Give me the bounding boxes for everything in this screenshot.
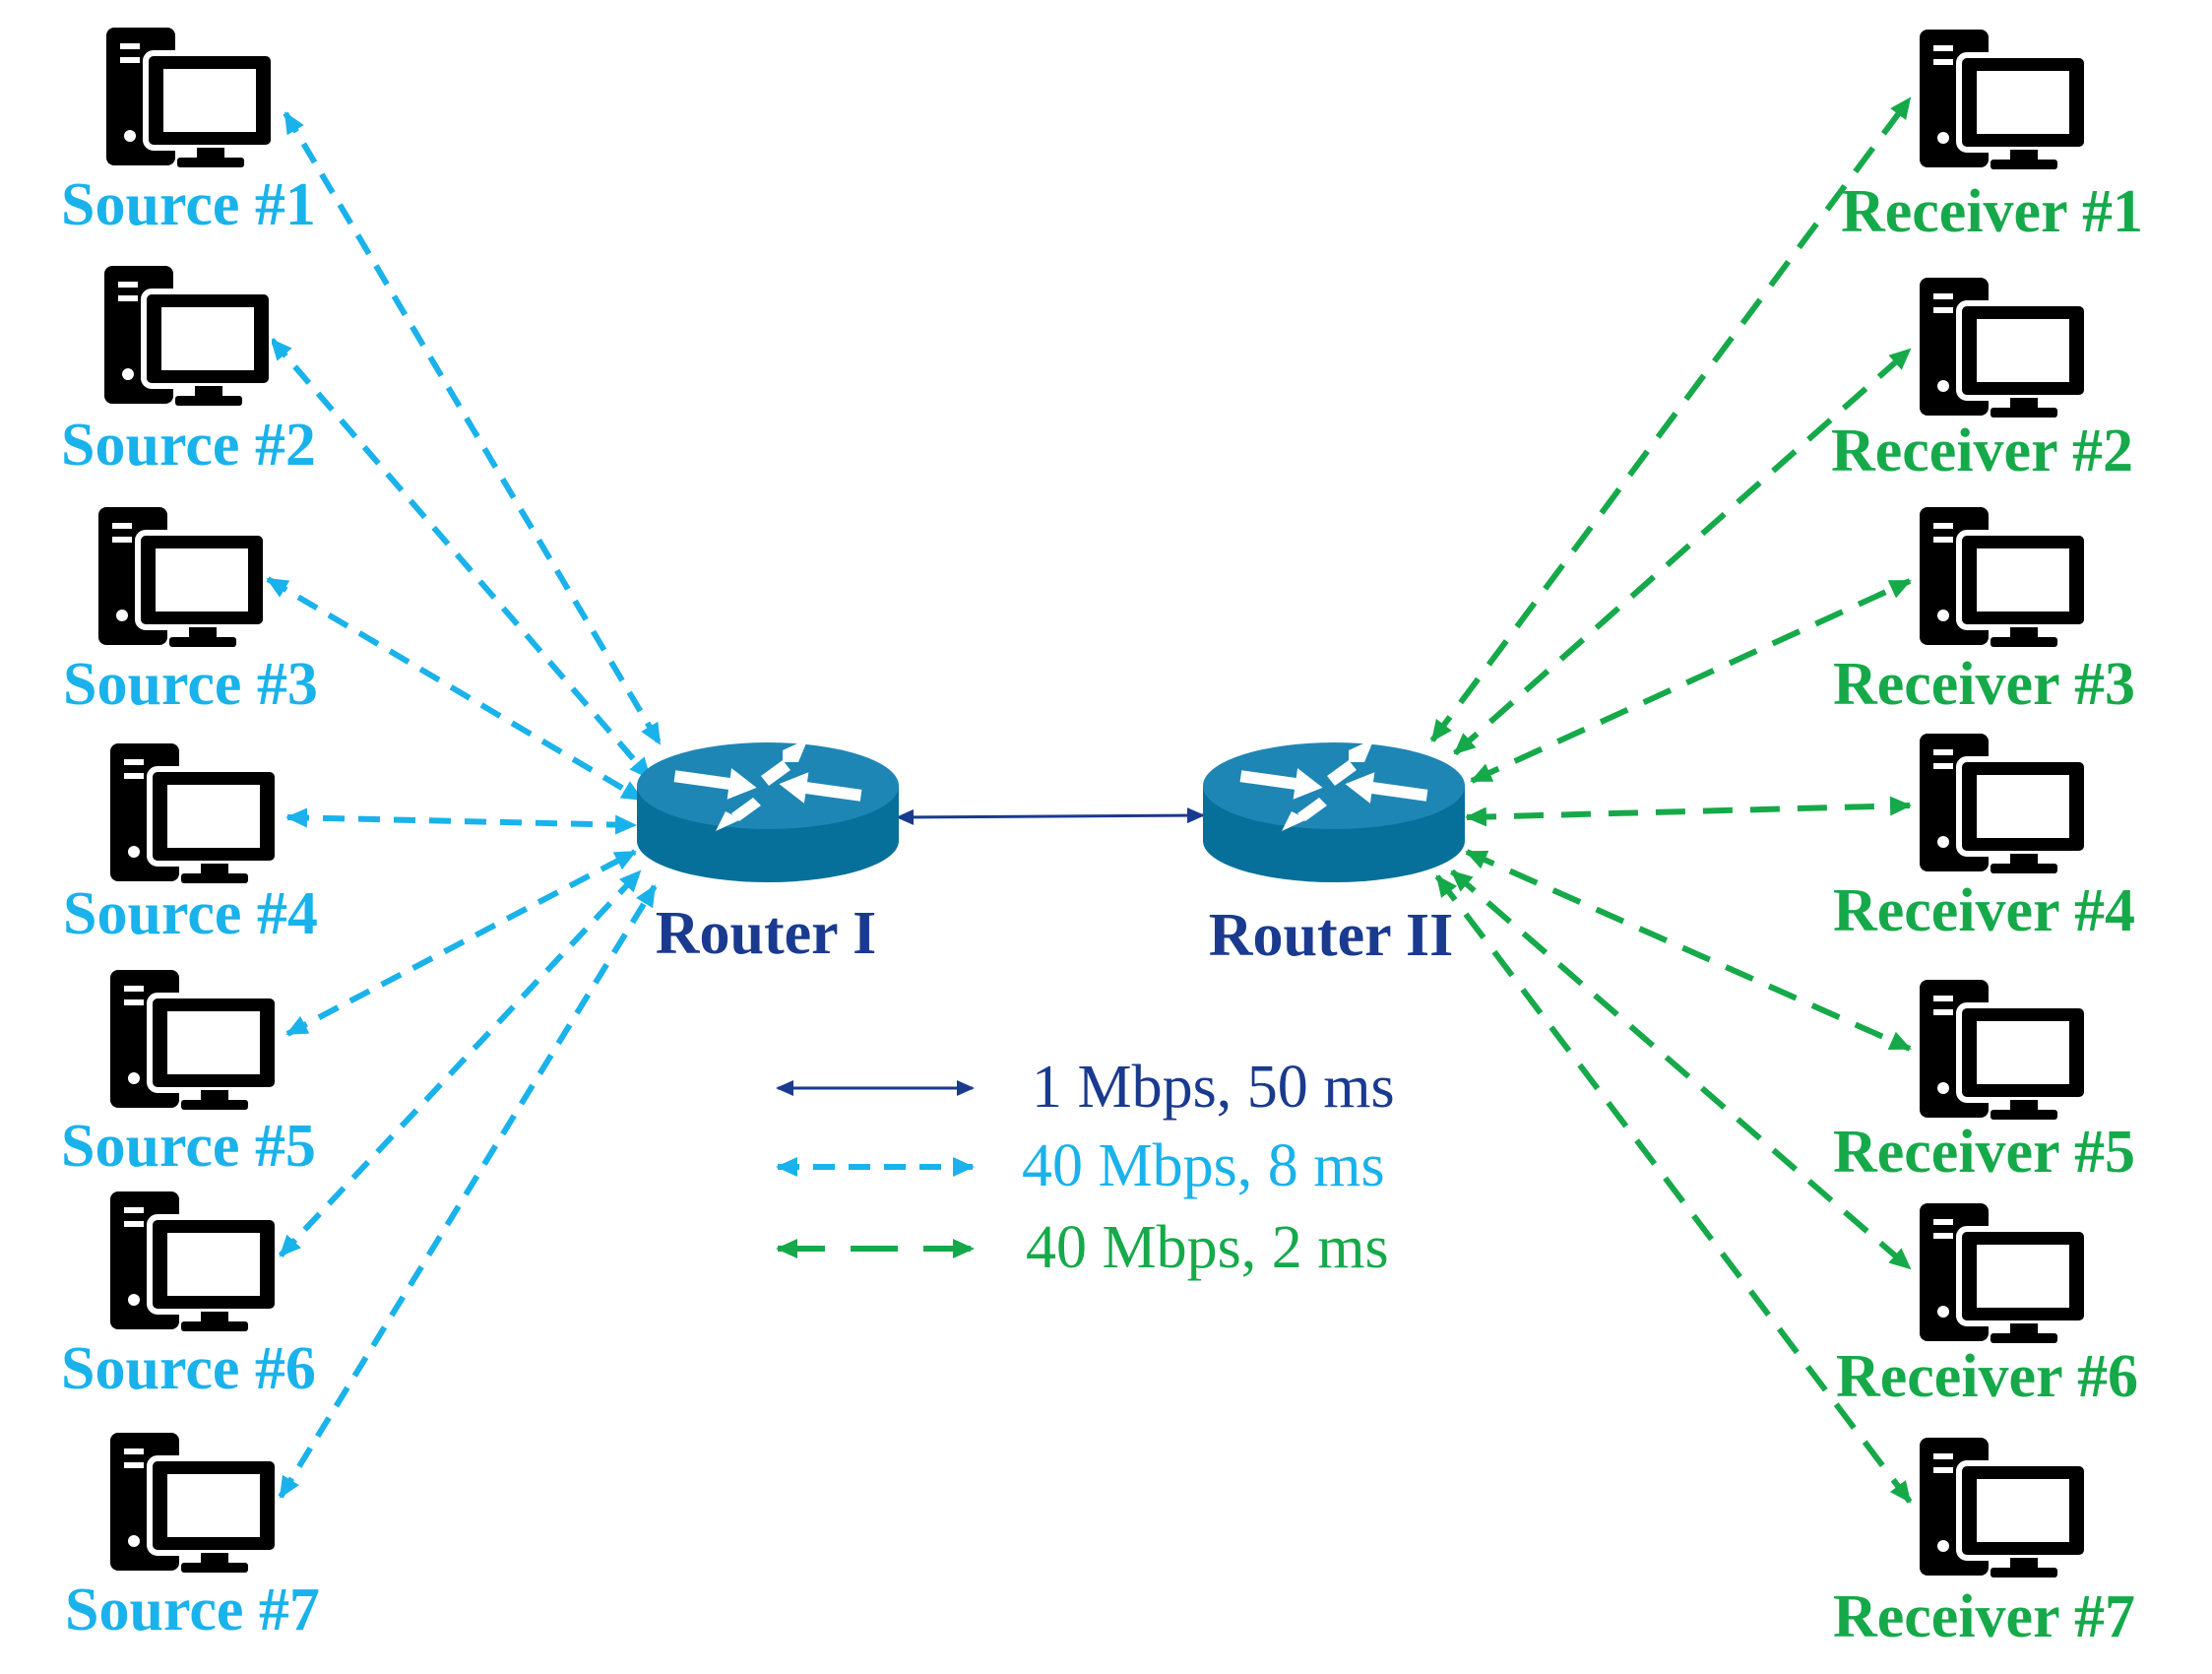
receiver-label: Receiver #7 <box>1833 1583 2135 1650</box>
link-source-6 <box>278 869 643 1258</box>
legend-label: 1 Mbps, 50 ms <box>1032 1054 1395 1121</box>
desktop-computer-icon <box>106 28 274 167</box>
desktop-computer-icon <box>1920 507 2087 647</box>
source-label: Source #3 <box>63 651 318 718</box>
desktop-computer-icon <box>1920 30 2087 169</box>
desktop-computer-icon <box>110 1433 278 1573</box>
link-source-4 <box>285 807 637 835</box>
source-node-4: Source #4 <box>63 743 318 947</box>
source-node-2: Source #2 <box>61 266 316 479</box>
receiver-node-1: Receiver #1 <box>1841 30 2143 245</box>
source-column: Source #1 Source #2 Source #3 Source #4 … <box>61 28 320 1643</box>
link-source-1 <box>283 111 663 745</box>
receiver-node-7: Receiver #7 <box>1833 1438 2135 1650</box>
desktop-computer-icon <box>1920 734 2087 873</box>
legend-item-backbone: 1 Mbps, 50 ms <box>776 1054 1395 1121</box>
legend: 1 Mbps, 50 ms 40 Mbps, 8 ms 40 Mbps, 2 m… <box>776 1054 1395 1281</box>
router-icon <box>1203 739 1465 882</box>
source-node-3: Source #3 <box>63 507 318 718</box>
link-receiver-4 <box>1465 796 1912 827</box>
link-receiver-7 <box>1434 874 1913 1504</box>
router-left: Router I <box>637 739 899 967</box>
router-right: Router II <box>1203 739 1465 969</box>
link-source-7 <box>278 884 658 1499</box>
receiver-node-3: Receiver #3 <box>1833 507 2135 718</box>
router-right-label: Router II <box>1209 902 1454 969</box>
desktop-computer-icon <box>110 743 278 883</box>
receiver-label: Receiver #1 <box>1841 178 2143 245</box>
receiver-label: Receiver #4 <box>1833 877 2135 944</box>
desktop-computer-icon <box>104 266 272 406</box>
desktop-computer-icon <box>1920 1203 2087 1343</box>
source-label: Source #5 <box>61 1113 316 1180</box>
source-node-7: Source #7 <box>65 1433 320 1643</box>
legend-label: 40 Mbps, 8 ms <box>1022 1132 1385 1199</box>
desktop-computer-icon <box>1920 1438 2087 1577</box>
legend-item-receiver-links: 40 Mbps, 2 ms <box>776 1214 1389 1281</box>
source-label: Source #4 <box>63 880 318 947</box>
source-label: Source #2 <box>61 412 316 479</box>
source-node-6: Source #6 <box>61 1191 316 1402</box>
receiver-links <box>1429 97 1913 1504</box>
receiver-label: Receiver #6 <box>1836 1343 2138 1410</box>
receiver-label: Receiver #2 <box>1831 418 2133 484</box>
receiver-label: Receiver #3 <box>1833 651 2135 718</box>
source-label: Source #1 <box>61 171 316 238</box>
source-label: Source #6 <box>61 1335 316 1402</box>
legend-item-source-links: 40 Mbps, 8 ms <box>776 1132 1385 1199</box>
receiver-node-5: Receiver #5 <box>1833 980 2135 1186</box>
receiver-node-4: Receiver #4 <box>1833 734 2135 944</box>
source-node-1: Source #1 <box>61 28 316 238</box>
source-links <box>266 111 663 1499</box>
desktop-computer-icon <box>1920 278 2087 418</box>
legend-label: 40 Mbps, 2 ms <box>1026 1214 1389 1281</box>
desktop-computer-icon <box>110 1191 278 1331</box>
router-left-label: Router I <box>656 900 876 967</box>
receiver-node-6: Receiver #6 <box>1836 1203 2138 1410</box>
router-icon <box>637 739 899 882</box>
source-node-5: Source #5 <box>61 970 316 1180</box>
receiver-node-2: Receiver #2 <box>1831 278 2133 484</box>
receiver-label: Receiver #5 <box>1833 1119 2135 1186</box>
link-source-3 <box>266 576 644 803</box>
desktop-computer-icon <box>110 970 278 1110</box>
desktop-computer-icon <box>98 507 266 647</box>
link-receiver-3 <box>1470 578 1912 784</box>
desktop-computer-icon <box>1920 980 2087 1120</box>
backbone-link <box>896 807 1205 825</box>
receiver-column: Receiver #1 Receiver #2 Receiver #3 Rece… <box>1831 30 2143 1650</box>
source-label: Source #7 <box>65 1577 320 1643</box>
link-source-2 <box>269 338 653 780</box>
